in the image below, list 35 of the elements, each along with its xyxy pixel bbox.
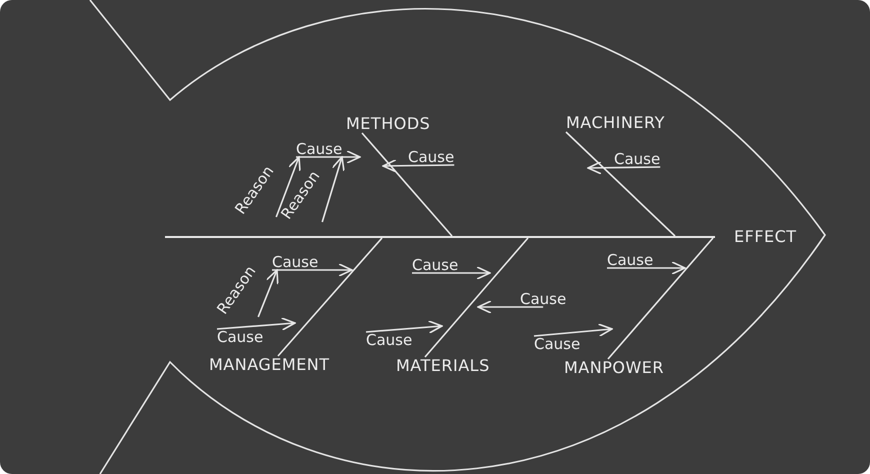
arrow: [272, 263, 353, 277]
cause-label: Cause: [366, 332, 412, 348]
cause-label: Cause: [607, 252, 654, 268]
arrow: [296, 150, 361, 164]
fishbone-branch: [424, 237, 529, 358]
fishbone-branch: [321, 156, 345, 222]
arrow: [477, 300, 544, 314]
cause-label: Cause: [534, 336, 580, 352]
fishbone-branch: [565, 131, 676, 237]
cause-label: Cause: [296, 141, 342, 157]
arrow: [412, 266, 491, 280]
fishbone-branch: [277, 237, 383, 357]
fishbone-branch: [257, 269, 279, 318]
arrow: [216, 317, 296, 331]
effect-label: EFFECT: [734, 228, 797, 246]
cause-label: Cause: [272, 254, 318, 270]
arrow: [607, 261, 686, 275]
category-label: MANAGEMENT: [209, 356, 330, 374]
cause-label: Cause: [614, 151, 660, 167]
category-label: MANPOWER: [564, 359, 664, 377]
fishbone-spine: [165, 236, 715, 238]
category-label: METHODS: [346, 115, 430, 133]
cause-label: Cause: [520, 291, 566, 307]
category-label: MATERIALS: [396, 357, 490, 375]
cause-label: Cause: [412, 257, 458, 273]
category-label: MACHINERY: [566, 114, 665, 132]
arrow: [366, 320, 443, 334]
arrow: [382, 159, 454, 173]
cause-label: Cause: [408, 149, 454, 165]
fishbone-branch: [275, 156, 301, 218]
fishbone-branch: [361, 132, 453, 237]
fishbone-branch: [607, 237, 714, 360]
cause-label: Cause: [217, 329, 264, 345]
arrow: [587, 161, 660, 175]
arrow: [534, 323, 613, 337]
